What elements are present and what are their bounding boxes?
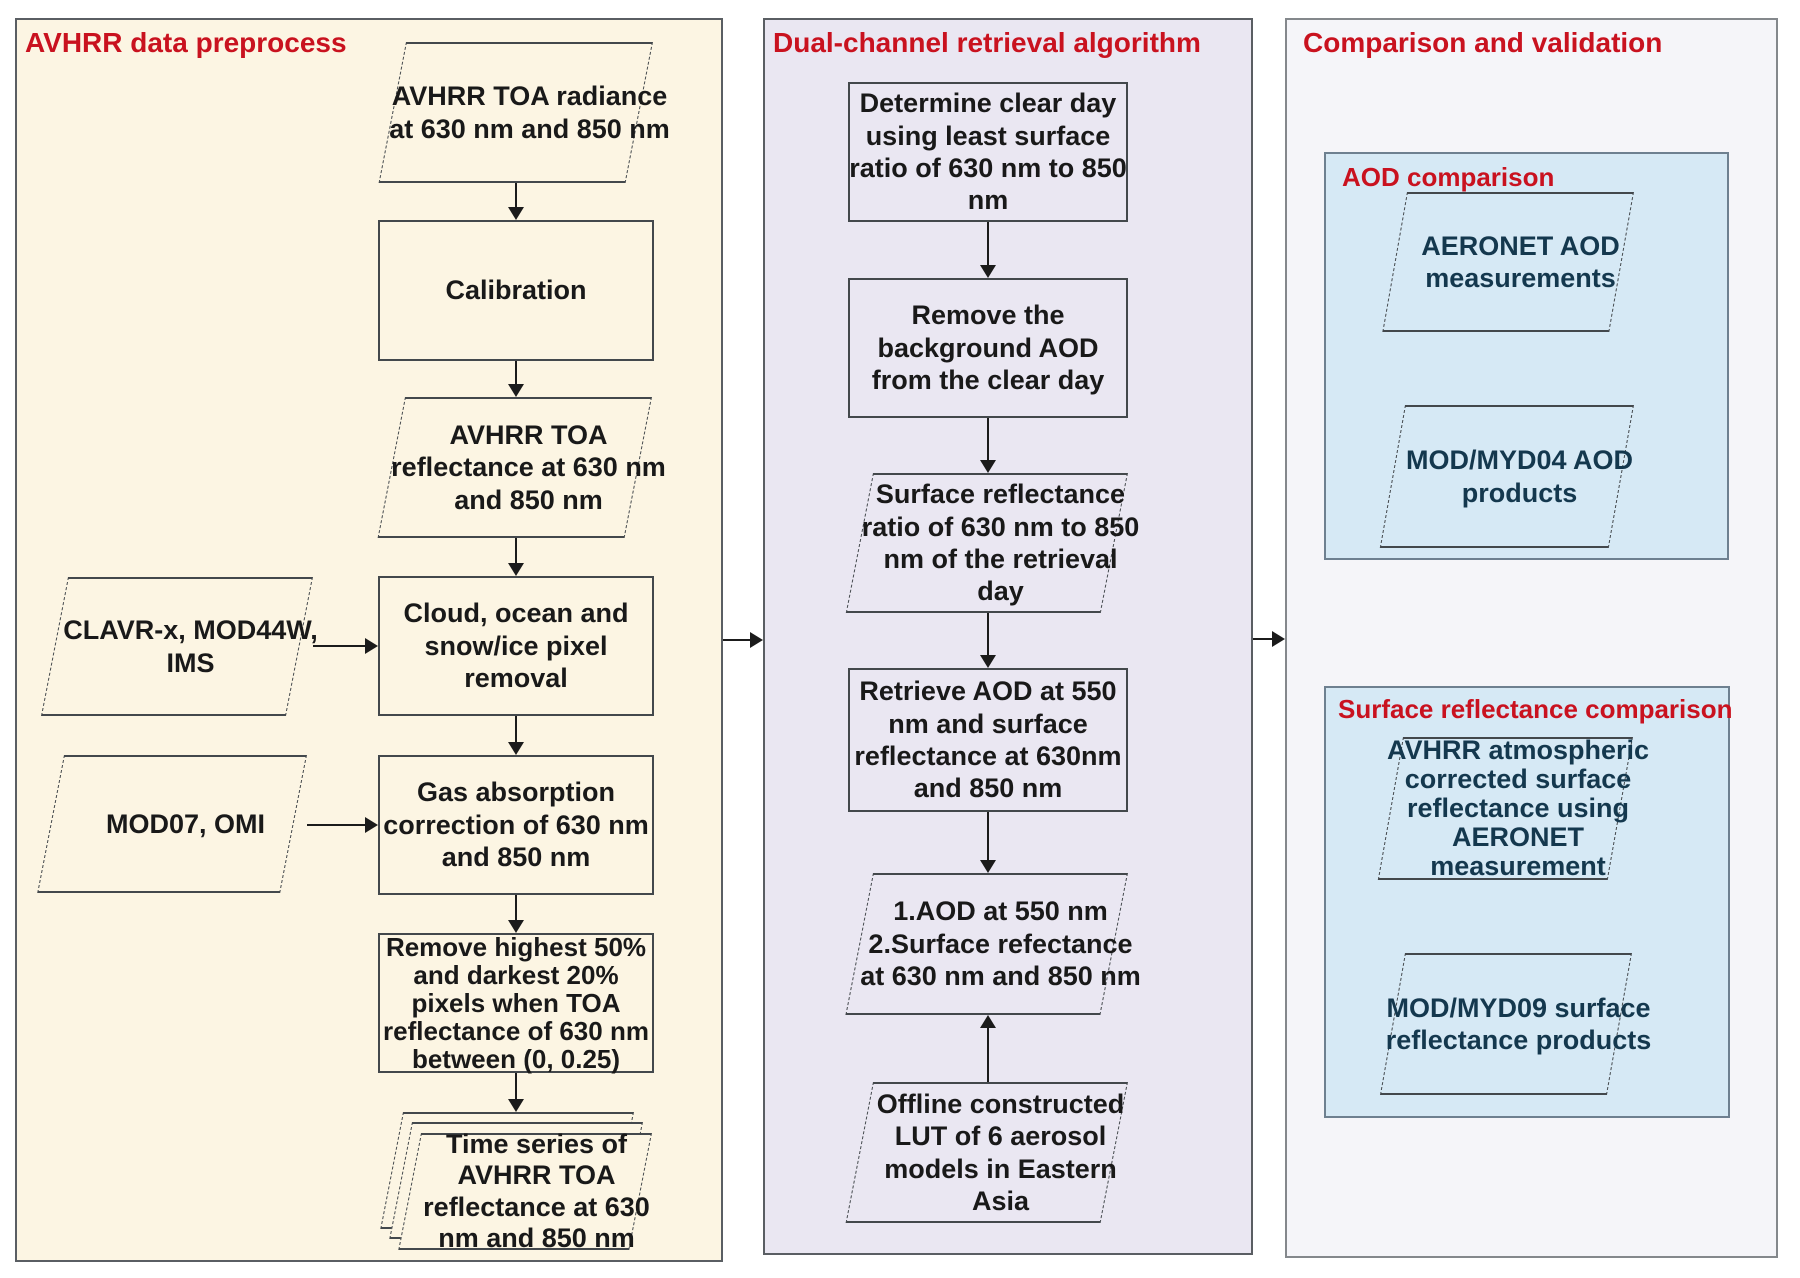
group-label-aod-comparison: AOD comparison: [1342, 162, 1555, 192]
node-cloud-ocean-snow-removal: Cloud, ocean and snow/ice pixel removal: [378, 576, 654, 716]
node-label: AVHRR TOA reflectance at 630 nm and 850 …: [391, 419, 666, 515]
node-gas-absorption-correction: Gas absorption correction of 630 nm and …: [378, 755, 654, 895]
node-label: AVHRR atmospheric corrected surface refl…: [1386, 734, 1650, 882]
node-avhrr-toa-radiance: AVHRR TOA radiance at 630 nm and 850 nm: [378, 42, 670, 183]
rectangle-shape: [848, 278, 1128, 418]
panel-title-comparison-validation: Comparison and validation: [1303, 27, 1663, 58]
node-remove-background-aod: Remove the background AOD from the clear…: [848, 278, 1128, 418]
arrow-cloud-to-gas: [508, 716, 524, 755]
node-avhrr-toa-reflectance: AVHRR TOA reflectance at 630 nm and 850 …: [377, 397, 666, 538]
node-calibration: Calibration: [378, 220, 654, 361]
node-avhrr-corrected-sr: AVHRR atmospheric corrected surface refl…: [1377, 735, 1649, 881]
panel-title-dual-channel: Dual-channel retrieval algorithm: [773, 27, 1201, 58]
arrow-lut-to-outputs: [980, 1015, 996, 1082]
node-outputs-aod-surface: 1.AOD at 550 nm 2.Surface refectance at …: [845, 873, 1141, 1015]
node-label: Gas absorption correction of 630 nm and …: [383, 777, 649, 873]
node-clavr-mod44w-ims: CLAVR-x, MOD44W, IMS: [40, 577, 318, 716]
node-label: Remove the background AOD from the clear…: [871, 300, 1105, 396]
node-label: MOD07, OMI: [105, 808, 266, 839]
arrow-ratio-to-retrieve: [980, 613, 996, 668]
node-label: Remove highest 50% and darkest 20% pixel…: [383, 931, 649, 1075]
node-aeronet-aod: AERONET AOD measurements: [1382, 192, 1634, 332]
node-remove-pixels: Remove highest 50% and darkest 20% pixel…: [378, 933, 654, 1073]
arrow-retrieve-to-outputs: [980, 812, 996, 873]
node-label: Determine clear day using least surface …: [849, 88, 1127, 216]
arrow-reflectance-to-cloud: [508, 538, 524, 576]
arrow-radiance-to-calibration: [508, 183, 524, 220]
node-time-series-stack: Time series of AVHRR TOA reflectance at …: [380, 1112, 652, 1253]
arrow-left-to-middle-panel: [723, 632, 763, 648]
node-label: Calibration: [445, 275, 587, 306]
group-aod-comparison: AOD comparison: [1324, 152, 1729, 560]
node-mod-myd04-aod: MOD/MYD04 AOD products: [1379, 405, 1634, 548]
rectangle-shape: [848, 668, 1128, 812]
group-label-surface-reflectance-comparison: Surface reflectance comparison: [1338, 694, 1733, 724]
rectangle-shape: [378, 755, 654, 895]
rectangle-shape: [378, 220, 654, 361]
node-retrieve-aod: Retrieve AOD at 550 nm and surface refle…: [848, 668, 1128, 812]
arrow-middle-to-right-panel: [1253, 631, 1285, 647]
node-surface-reflectance-ratio: Surface reflectance ratio of 630 nm to 8…: [845, 473, 1139, 613]
node-label: Offline constructed LUT of 6 aerosol mod…: [876, 1088, 1125, 1216]
node-label: MOD/MYD04 AOD products: [1405, 445, 1634, 508]
node-label: AVHRR TOA radiance at 630 nm and 850 nm: [389, 81, 670, 144]
arrow-removebg-to-ratio: [980, 418, 996, 473]
node-label: Cloud, ocean and snow/ice pixel removal: [403, 598, 629, 694]
rectangle-shape: [848, 82, 1128, 222]
rectangle-shape: [378, 933, 654, 1073]
node-mod-myd09-sr: MOD/MYD09 surface reflectance products: [1379, 953, 1651, 1095]
node-label: CLAVR-x, MOD44W, IMS: [63, 615, 318, 678]
node-label: MOD/MYD09 surface reflectance products: [1385, 992, 1652, 1055]
rectangle-shape: [378, 576, 654, 716]
node-determine-clear-day: Determine clear day using least surface …: [848, 82, 1128, 222]
arrow-determine-to-removebg: [980, 222, 996, 278]
node-label: Retrieve AOD at 550 nm and surface refle…: [854, 676, 1122, 804]
arrow-clavr-to-cloud: [313, 638, 378, 654]
panel-dual-channel: Dual-channel retrieval algorithm: [763, 18, 1253, 1255]
arrow-mod07-to-gas: [307, 817, 378, 833]
node-label: 1.AOD at 550 nm 2.Surface refectance at …: [860, 896, 1141, 992]
arrow-remove-to-timeseries: [508, 1073, 524, 1112]
arrow-gas-to-remove: [508, 895, 524, 933]
node-label: AERONET AOD measurements: [1421, 230, 1620, 293]
group-surface-reflectance-comparison: Surface reflectance comparison: [1324, 686, 1733, 1118]
arrow-calibration-to-reflectance: [508, 361, 524, 397]
node-label: Time series of AVHRR TOA reflectance at …: [423, 1129, 650, 1253]
node-mod07-omi: MOD07, OMI: [37, 755, 308, 893]
node-offline-lut: Offline constructed LUT of 6 aerosol mod…: [845, 1082, 1128, 1223]
node-label: Surface reflectance ratio of 630 nm to 8…: [861, 479, 1140, 607]
panel-title-avhrr-preprocess: AVHRR data preprocess: [25, 27, 347, 58]
